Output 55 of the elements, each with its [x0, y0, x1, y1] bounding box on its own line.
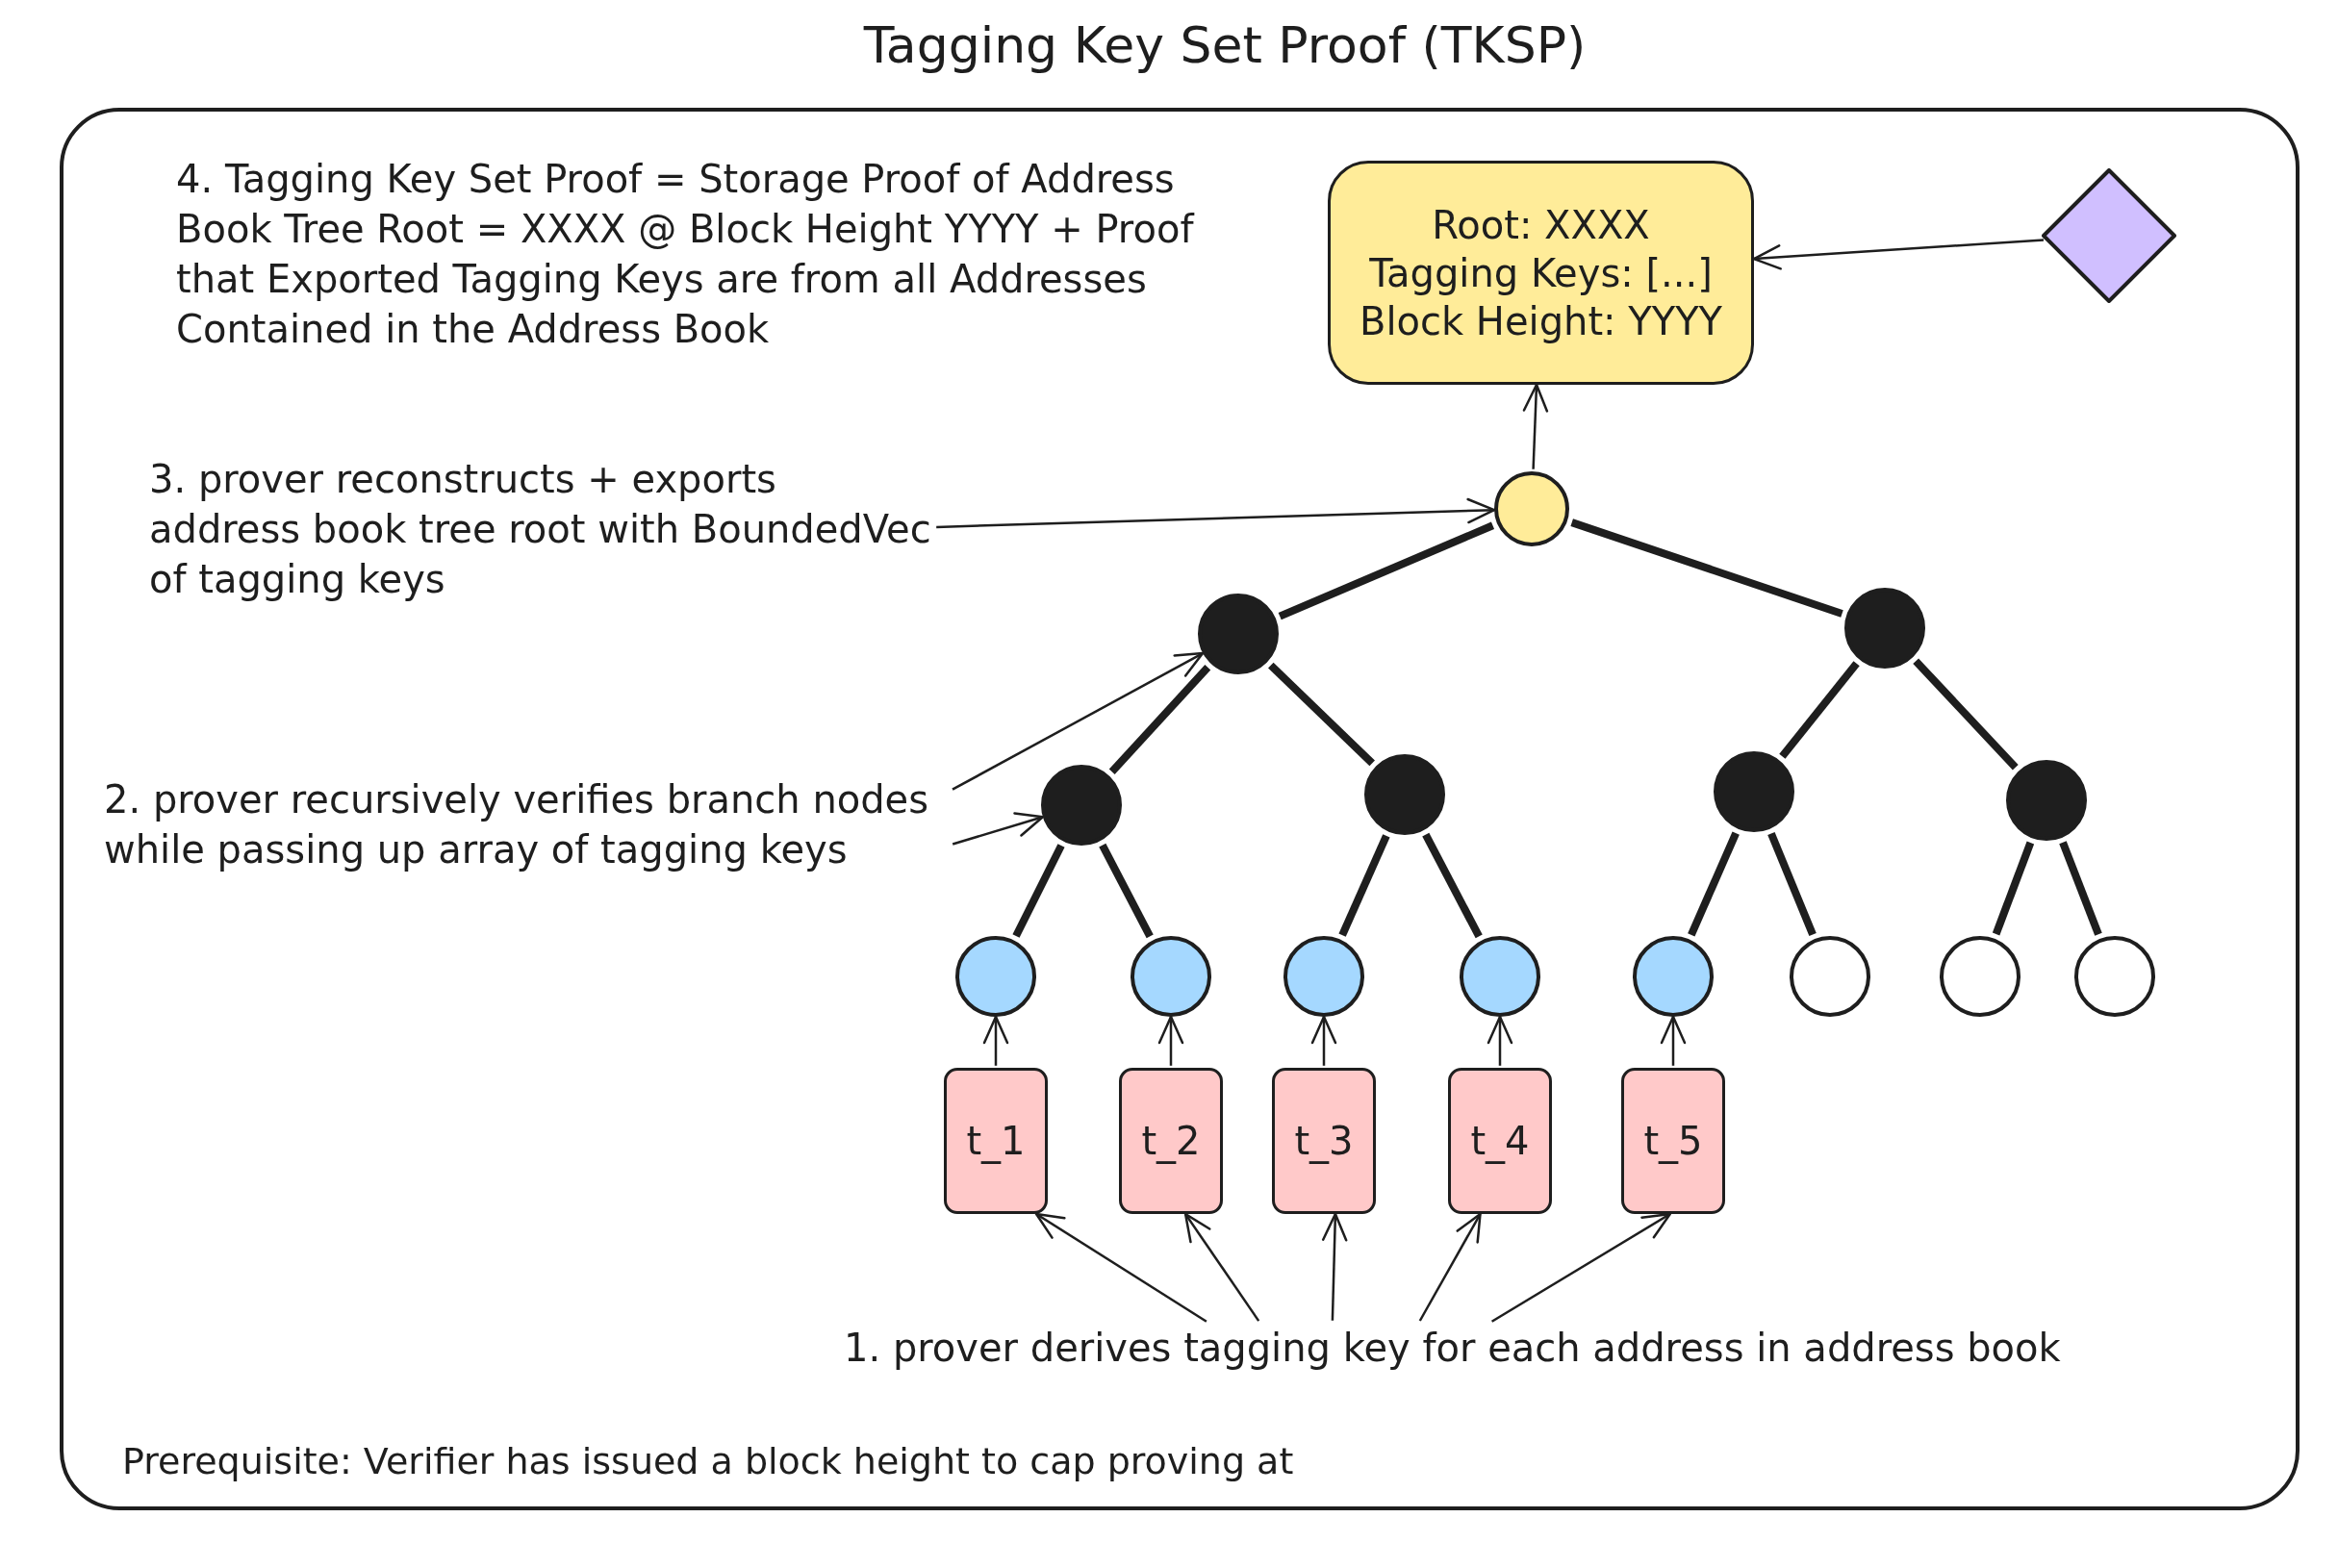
branch-circle [1041, 765, 1122, 846]
key-box [1448, 1068, 1552, 1214]
arrow [1418, 1212, 1482, 1322]
branch-circle [1198, 594, 1279, 674]
connector-line [1570, 518, 1843, 618]
diagram-title: Tagging Key Set Proof (TKSP) [863, 15, 1587, 75]
key-label: t_2 [1141, 1118, 1201, 1164]
connector-line [1268, 662, 1375, 767]
key-label: t_3 [1294, 1118, 1354, 1164]
connector-line [1688, 831, 1740, 937]
arrow [1157, 1015, 1184, 1066]
arrow [1487, 1015, 1513, 1066]
arrow [936, 497, 1496, 529]
arrow [1660, 1015, 1687, 1066]
annotation-text: 1. prover derives tagging key for each address in address book [844, 1323, 2061, 1373]
footnote-text: Prerequisite: Verifier has issued a block height to cap proving at [122, 1439, 1294, 1484]
key-label: t_5 [1643, 1118, 1703, 1164]
result-field-text: Root: XXXX [1432, 201, 1650, 249]
arrow [952, 651, 1205, 791]
key-box [1621, 1068, 1725, 1214]
connector-line [1012, 844, 1065, 938]
connector-line [1422, 832, 1483, 939]
result-field-text: Tagging Keys: [...] [1369, 249, 1713, 297]
arrow [982, 1015, 1009, 1066]
key-label: t_4 [1470, 1118, 1530, 1164]
result-box [1328, 161, 1754, 385]
key-box [1119, 1068, 1223, 1214]
connector-line [1099, 843, 1154, 939]
result-field-text: Block Height: YYYY [1359, 297, 1723, 345]
arrow [1321, 1212, 1348, 1321]
connector-line [2059, 841, 2102, 936]
frame-panel [60, 108, 2300, 1510]
annotation-text: 4. Tagging Key Set Proof = Storage Proof of Address Book Tree Root = XXXX @ Block Height YYYY + Proof that Exported Tagging Keys are from all Addresses Contained in the Address Book [176, 156, 1196, 353]
annotation-text: 3. prover reconstructs + exports address book tree root with BoundedVec of tagging keys [149, 454, 934, 604]
connector-line [1338, 834, 1390, 937]
branch-circle [1364, 754, 1445, 835]
arrow [1034, 1212, 1207, 1323]
connector-line [1108, 665, 1211, 774]
arrow [1490, 1212, 1672, 1323]
diamond-shape [2042, 168, 2176, 303]
connector-line [1779, 661, 1860, 759]
arrow [1522, 383, 1549, 469]
connector-line [1992, 841, 2035, 936]
arrow [1752, 239, 2045, 270]
connector-line [1278, 521, 1495, 620]
arrow [1310, 1015, 1337, 1066]
arrow [1183, 1212, 1260, 1322]
connector-line [1767, 831, 1817, 937]
branch-circle [2006, 760, 2087, 841]
connector-line [1913, 658, 2019, 771]
arrow [952, 812, 1045, 846]
annotation-text: 2. prover recursively verifies branch nodes while passing up array of tagging keys [104, 774, 951, 874]
key-box [944, 1068, 1048, 1214]
key-box [1272, 1068, 1376, 1214]
key-label: t_1 [966, 1118, 1026, 1164]
